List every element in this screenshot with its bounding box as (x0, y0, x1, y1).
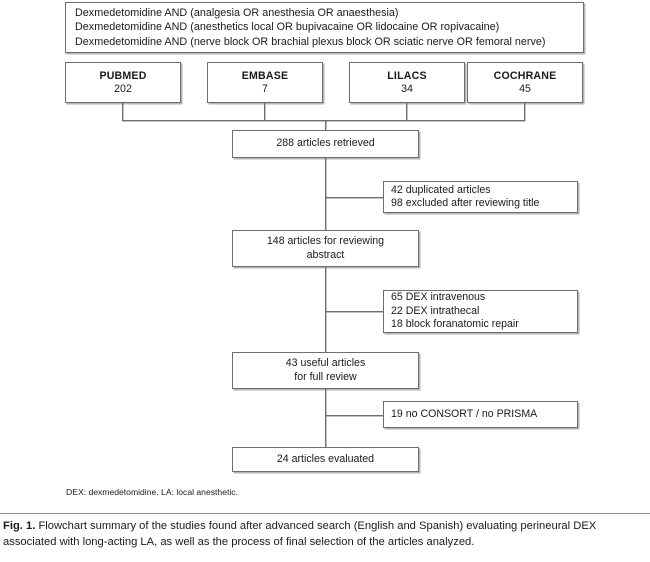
exclusion-line: 18 block foranatomic repair (391, 318, 519, 331)
exclusion-box-duplicates-title: 42 duplicated articles 98 excluded after… (383, 181, 578, 213)
stage-line: 24 articles evaluated (276, 452, 375, 465)
exclusion-line: 22 DEX intrathecal (391, 304, 480, 317)
stage-line: abstract (306, 248, 345, 261)
stage-box-articles-evaluated: 24 articles evaluated (232, 447, 419, 472)
stage-box-useful-articles: 43 useful articles for full review (232, 352, 419, 389)
search-criteria-line-2: Dexmedetomidine AND (anesthetics local O… (75, 21, 500, 34)
database-box-embase: EMBASE 7 (207, 62, 323, 103)
database-box-cochrane: COCHRANE 45 (467, 62, 583, 103)
database-count: 202 (114, 82, 132, 95)
database-count: 34 (401, 82, 413, 95)
search-criteria-box: Dexmedetomidine AND (analgesia OR anesth… (65, 2, 584, 53)
caption-divider (0, 513, 650, 514)
stage-line: 43 useful articles (285, 357, 366, 370)
connector-branch-exclusion-3 (325, 415, 383, 416)
exclusion-box-no-consort-prisma: 19 no CONSORT / no PRISMA (383, 401, 578, 428)
exclusion-line: 65 DEX intravenous (391, 291, 486, 304)
exclusion-box-dex-routes: 65 DEX intravenous 22 DEX intrathecal 18… (383, 290, 578, 333)
figure-caption-label: Fig. 1. (3, 520, 36, 532)
stage-box-reviewing-abstract: 148 articles for reviewing abstract (232, 230, 419, 267)
connector-lilacs-stub (406, 103, 407, 121)
stage-line: for full review (294, 370, 357, 383)
exclusion-line: 42 duplicated articles (391, 183, 491, 196)
connector-bus-to-retrieved (325, 120, 326, 131)
connector-fullreview-to-evaluated (325, 389, 326, 448)
search-criteria-line-1: Dexmedetomidine AND (analgesia OR anesth… (75, 7, 399, 20)
figure-caption-text: Flowchart summary of the studies found a… (3, 520, 597, 548)
database-name: PUBMED (99, 69, 147, 82)
stage-box-articles-retrieved: 288 articles retrieved (232, 130, 419, 158)
connector-embase-stub (264, 103, 265, 121)
connector-retrieved-to-abstract (325, 158, 326, 231)
database-name: COCHRANE (493, 69, 557, 82)
search-criteria-line-3: Dexmedetomidine AND (nerve block OR brac… (75, 35, 546, 48)
connector-branch-exclusion-1 (325, 197, 383, 198)
connector-database-bus (122, 120, 525, 121)
exclusion-line: 19 no CONSORT / no PRISMA (391, 407, 538, 420)
database-name: LILACS (387, 69, 427, 82)
connector-branch-exclusion-2 (325, 311, 383, 312)
figure-caption: Fig. 1. Flowchart summary of the studies… (3, 519, 648, 550)
stage-line: 148 articles for reviewing (266, 235, 385, 248)
stage-line: 288 articles retrieved (276, 137, 375, 150)
database-name: EMBASE (241, 69, 289, 82)
connector-abstract-to-fullreview (325, 267, 326, 353)
database-box-lilacs: LILACS 34 (349, 62, 465, 103)
database-box-pubmed: PUBMED 202 (65, 62, 181, 103)
connector-pubmed-stub (122, 103, 123, 121)
database-count: 7 (262, 82, 268, 95)
exclusion-line: 98 excluded after reviewing title (391, 197, 540, 209)
abbreviation-footnote: DEX: dexmedetomidine. LA: local anesthet… (66, 487, 238, 497)
database-count: 45 (519, 82, 531, 95)
connector-cochrane-stub (524, 103, 525, 121)
